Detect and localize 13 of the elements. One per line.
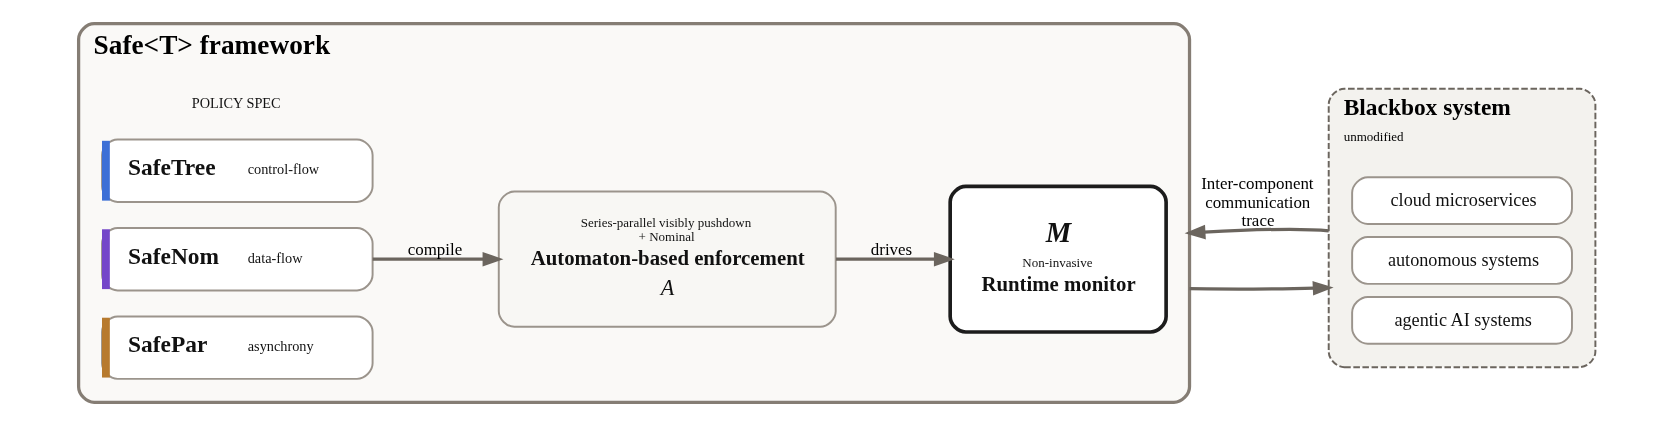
edge-label: Inter-component communication trace — [1201, 174, 1314, 230]
node-box: autonomous systems — [1351, 236, 1573, 285]
label: POLICY SPEC — [191, 95, 281, 112]
edge-label: compile — [407, 239, 463, 259]
node-box: M Non-invasive Runtime monitor — [948, 184, 1168, 334]
arrow — [836, 251, 955, 267]
edge-label: drives — [870, 239, 913, 259]
node-box: agentic AI systems — [1351, 295, 1573, 345]
node-box: Series-parallel visibly pushdown + Nominal Automaton-based enforcement A — [497, 190, 837, 328]
arrow — [372, 251, 504, 267]
arrow — [1184, 224, 1329, 240]
arrow — [1189, 281, 1334, 296]
node-box: cloud microservices — [1351, 176, 1573, 226]
